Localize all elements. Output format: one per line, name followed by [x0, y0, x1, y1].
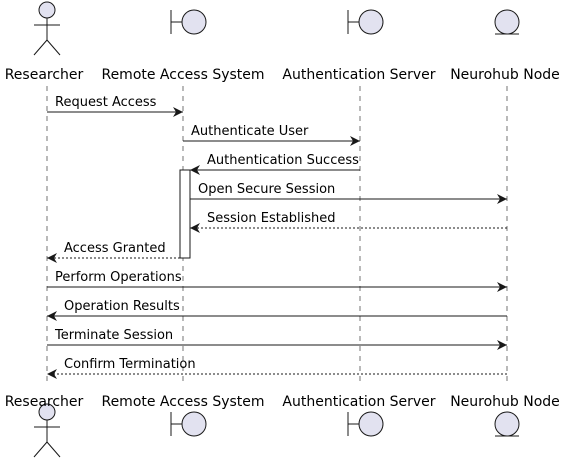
- message-arrow: Open Secure Session: [190, 182, 507, 204]
- participant-label-top: Remote Access System: [101, 67, 264, 83]
- participant-label-bottom: Researcher: [5, 394, 84, 410]
- boundary-icon: [347, 411, 384, 437]
- message-arrow: Request Access: [47, 95, 183, 117]
- participant-label-top: Authentication Server: [282, 67, 435, 83]
- entity-icon: [494, 411, 520, 437]
- lifelines: [46, 86, 508, 386]
- boundary-icon: [170, 411, 207, 437]
- activations: [179, 169, 191, 259]
- message-label: Access Granted: [64, 241, 166, 256]
- actor-icon: [33, 1, 61, 56]
- message-arrow: Session Established: [190, 211, 507, 233]
- message-label: Operation Results: [64, 299, 180, 314]
- activation-bar-ras: [179, 169, 191, 259]
- participant-label-top: Neurohub Node: [450, 67, 560, 83]
- message-label: Session Established: [207, 211, 336, 226]
- boundary-icon: [170, 9, 207, 35]
- message-label: Terminate Session: [54, 328, 173, 343]
- message-arrow: Perform Operations: [47, 270, 507, 292]
- message-label: Open Secure Session: [198, 182, 335, 197]
- participant-label-bottom: Remote Access System: [101, 394, 264, 410]
- boundary-icon: [347, 9, 384, 35]
- message-arrow: Access Granted: [47, 241, 180, 263]
- message-label: Request Access: [55, 95, 157, 110]
- participant-label-top: Researcher: [5, 67, 84, 83]
- message-arrow: Operation Results: [47, 299, 507, 321]
- message-label: Authentication Success: [207, 153, 359, 168]
- message-arrow: Authentication Success: [190, 153, 360, 175]
- message-label: Authenticate User: [191, 124, 309, 139]
- participant-label-bottom: Authentication Server: [282, 394, 435, 410]
- message-arrow: Confirm Termination: [47, 357, 507, 379]
- entity-icon: [494, 9, 520, 35]
- actor-icon: [33, 403, 61, 458]
- message-label: Confirm Termination: [64, 357, 196, 372]
- message-arrow: Terminate Session: [47, 328, 507, 350]
- participant-label-bottom: Neurohub Node: [450, 394, 560, 410]
- message-arrow: Authenticate User: [183, 124, 360, 146]
- message-label: Perform Operations: [55, 270, 182, 285]
